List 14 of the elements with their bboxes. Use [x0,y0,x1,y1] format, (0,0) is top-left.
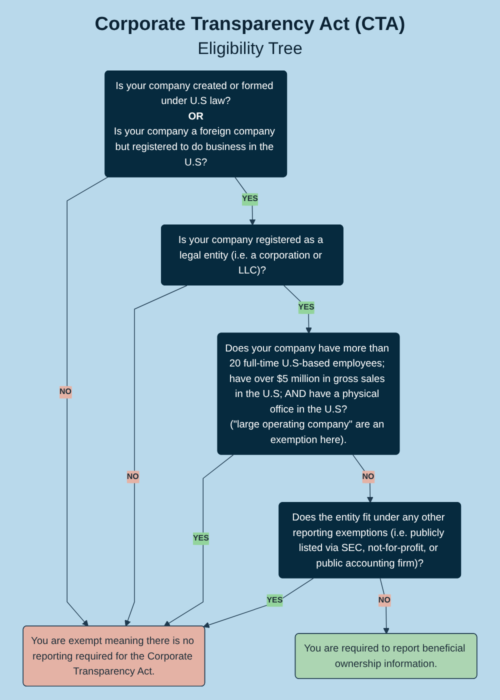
arrow [164,454,234,627]
arrow [66,176,108,627]
arrow [352,454,374,504]
question-box: Does the entity fit under any other reporting exemptions (i.e. publicly listed via SEC, not-for-profit, or public accounting firm)? [278,502,462,578]
question-box: Does your company have more than 20 full-time U.S-based employees; have over $5 million in gross sales in the U.S; AND have a physical office in the U.S? ("large operating company" are an exemption here). [217,332,400,455]
diagram-title: Corporate Transparency Act (CTA) [94,14,406,36]
question-box: Is your company created or formed under U.S law? OR Is your company a foreign company but registered to do business in the U.S? [104,70,288,178]
arrow [203,578,314,628]
question-box: Is your company registered as a legal entity (i.e. a corporation or LLC)? [161,224,344,286]
outcome-box: You are required to report beneficial ownership information. [294,633,478,679]
arrow [124,285,188,627]
diagram-subtitle: Eligibility Tree [198,39,302,59]
outcome-box: You are exempt meaning there is no reporting required for the Corporate Transparency Act. [22,626,206,687]
arrow [284,285,312,334]
